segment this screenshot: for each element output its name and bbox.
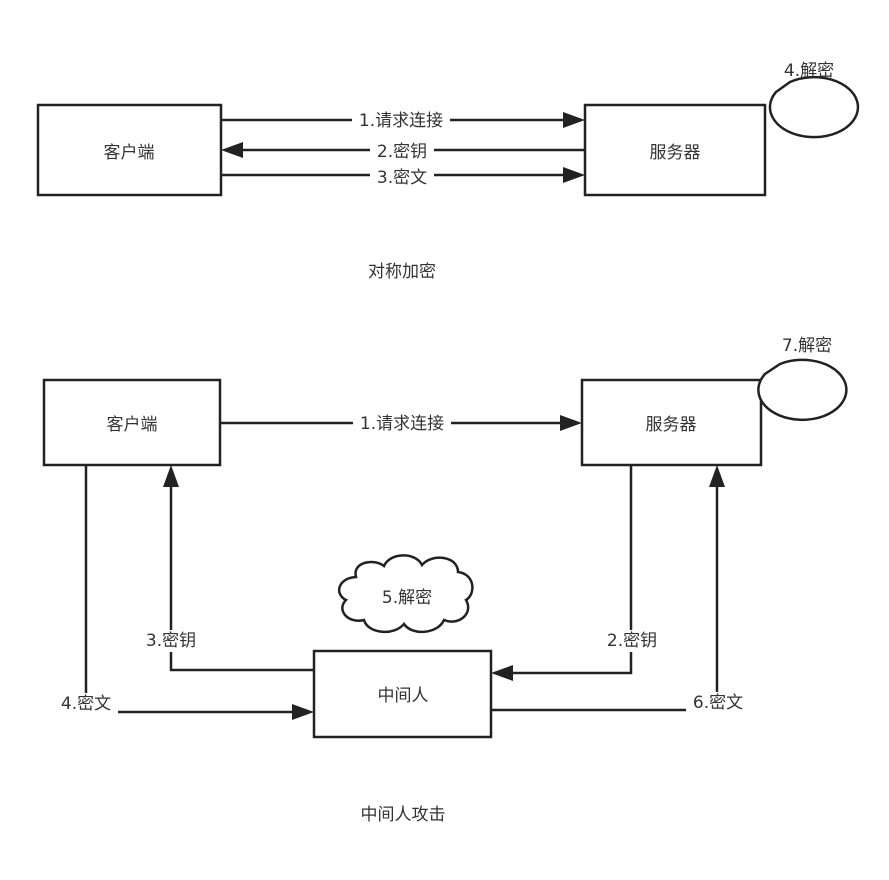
mitm-edge-fake-key: 3.密钥 (139, 465, 314, 672)
mitm-edge-forward-cipher: 6.密文 (491, 465, 750, 714)
mitm-server-label: 服务器 (646, 415, 697, 435)
sym-edge-request: 1.请求连接 (221, 110, 585, 132)
mitm-edge-fake-key-label: 3.密钥 (146, 631, 196, 651)
mitm-caption: 中间人攻击 (361, 805, 446, 825)
sym-edge-key-label: 2.密钥 (377, 142, 427, 162)
sym-client-node: 客户端 (36, 103, 223, 197)
mitm-middle-node: 中间人 (312, 649, 493, 739)
sym-server-node: 服务器 (583, 103, 767, 197)
sym-caption: 对称加密 (368, 262, 436, 282)
symmetric-diagram: 客户端 服务器 1.请求连接 2.密钥 3.密文 (36, 61, 860, 282)
mitm-edge-forward-cipher-label: 6.密文 (693, 693, 743, 713)
sym-edge-cipher-label: 3.密文 (377, 168, 427, 188)
mitm-client-node: 客户端 (42, 378, 222, 467)
sym-edge-cipher: 3.密文 (221, 167, 585, 189)
sym-server-label: 服务器 (650, 143, 701, 163)
mitm-edge-server-key-label: 2.密钥 (607, 631, 657, 651)
mitm-middle-label: 中间人 (378, 686, 429, 706)
mitm-edge-client-cipher: 4.密文 (54, 465, 314, 720)
sym-decrypt-bubble: 4.解密 (768, 61, 860, 139)
mitm-server-node: 服务器 (580, 378, 763, 467)
mitm-decrypt-bubble: 7.解密 (757, 336, 848, 422)
mitm-edge-request-label: 1.请求连接 (360, 414, 444, 434)
mitm-decrypt-cloud-label: 5.解密 (382, 588, 432, 608)
sym-client-label: 客户端 (104, 143, 155, 163)
mitm-decrypt-cloud: 5.解密 (337, 554, 474, 633)
mitm-edge-client-cipher-label: 4.密文 (61, 694, 111, 714)
mitm-decrypt-bubble-label: 7.解密 (782, 336, 832, 356)
mitm-edge-server-key: 2.密钥 (491, 465, 664, 681)
mitm-diagram: 客户端 服务器 中间人 1.请求连接 2.密钥 (42, 336, 848, 825)
mitm-client-label: 客户端 (107, 415, 158, 435)
mitm-edge-request: 1.请求连接 (220, 413, 582, 435)
sym-decrypt-bubble-label: 4.解密 (784, 61, 834, 81)
sym-edge-request-label: 1.请求连接 (359, 111, 443, 131)
sym-edge-key: 2.密钥 (221, 141, 585, 163)
